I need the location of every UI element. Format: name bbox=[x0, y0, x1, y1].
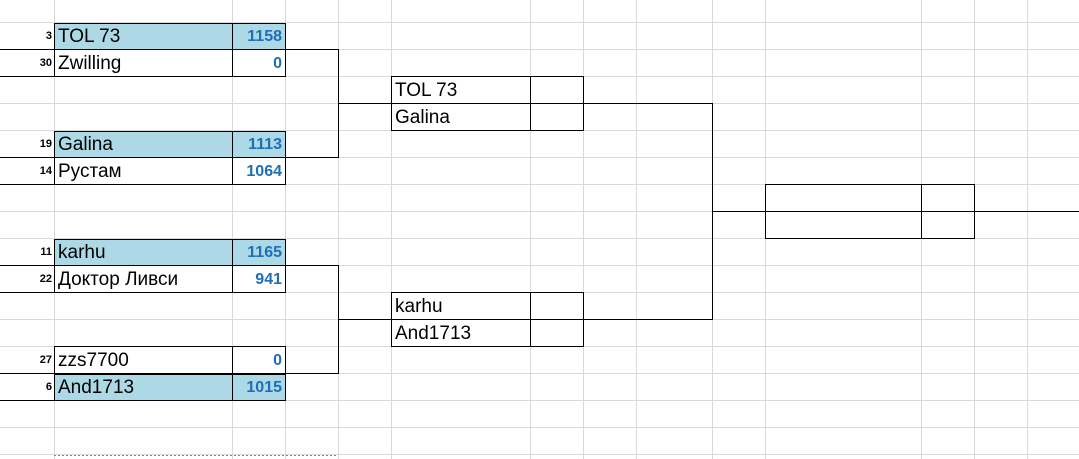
player-name[interactable]: Доктор Ливси bbox=[58, 269, 179, 290]
entry-cell[interactable] bbox=[54, 265, 286, 293]
seed-number: 14 bbox=[39, 165, 52, 177]
cell-divider bbox=[232, 239, 233, 266]
player-name[interactable]: TOL 73 bbox=[395, 80, 458, 101]
cell-divider bbox=[232, 50, 233, 77]
player-score[interactable]: 1165 bbox=[247, 244, 282, 261]
entry-cell[interactable] bbox=[391, 319, 584, 347]
player-score[interactable] bbox=[530, 320, 583, 347]
row-border bbox=[0, 373, 54, 374]
player-name[interactable]: Galina bbox=[58, 134, 113, 155]
cell-divider bbox=[232, 374, 233, 401]
player-name[interactable]: And1713 bbox=[58, 377, 135, 398]
cell-divider bbox=[232, 158, 233, 185]
player-score[interactable]: 0 bbox=[273, 55, 282, 72]
player-name[interactable] bbox=[765, 212, 921, 239]
player-score[interactable]: 1064 bbox=[246, 163, 282, 180]
seed-number: 11 bbox=[40, 246, 52, 258]
cell-divider bbox=[232, 131, 233, 158]
entry-cell[interactable] bbox=[391, 103, 584, 131]
player-score[interactable]: 1113 bbox=[248, 136, 282, 153]
player-name[interactable]: zzs7700 bbox=[58, 350, 129, 371]
row-border bbox=[0, 76, 54, 77]
player-name[interactable]: karhu bbox=[58, 242, 106, 263]
seed-number: 27 bbox=[39, 354, 52, 366]
player-score[interactable] bbox=[921, 212, 974, 239]
row-border bbox=[0, 265, 54, 266]
entry-cell[interactable] bbox=[54, 346, 286, 374]
seed-number: 30 bbox=[39, 57, 52, 69]
player-score[interactable]: 0 bbox=[273, 352, 282, 369]
champion-line bbox=[974, 211, 1079, 212]
player-name[interactable]: karhu bbox=[395, 296, 443, 317]
entry-cell[interactable] bbox=[765, 211, 975, 239]
cell-divider bbox=[232, 23, 233, 50]
row-border bbox=[0, 292, 54, 293]
seed-number: 19 bbox=[39, 138, 52, 150]
player-score[interactable]: 941 bbox=[255, 271, 282, 288]
player-score[interactable]: 1015 bbox=[246, 379, 282, 396]
player-score[interactable] bbox=[530, 293, 583, 320]
player-score[interactable] bbox=[530, 77, 583, 104]
entry-cell[interactable] bbox=[54, 157, 286, 185]
cell-divider bbox=[232, 266, 233, 293]
player-name[interactable]: Galina bbox=[395, 107, 450, 128]
row-border bbox=[0, 400, 54, 401]
entry-cell-winner[interactable] bbox=[54, 131, 286, 158]
player-name[interactable] bbox=[765, 185, 921, 212]
player-name[interactable]: Рустам bbox=[58, 161, 122, 182]
cell-divider bbox=[232, 347, 233, 374]
seed-number: 3 bbox=[45, 30, 52, 42]
entry-cell-winner[interactable] bbox=[54, 374, 286, 401]
player-score[interactable]: 1158 bbox=[247, 28, 282, 45]
player-name[interactable]: Zwilling bbox=[58, 53, 122, 74]
seed-number: 6 bbox=[45, 381, 52, 393]
row-border bbox=[0, 184, 54, 185]
row-border bbox=[0, 157, 54, 158]
player-score[interactable] bbox=[921, 185, 974, 212]
seed-number: 22 bbox=[39, 273, 52, 285]
player-name[interactable]: TOL 73 bbox=[58, 26, 121, 47]
entry-cell[interactable] bbox=[54, 49, 286, 77]
row-border bbox=[0, 49, 54, 50]
player-score[interactable] bbox=[530, 104, 583, 131]
player-name[interactable]: And1713 bbox=[395, 323, 472, 344]
